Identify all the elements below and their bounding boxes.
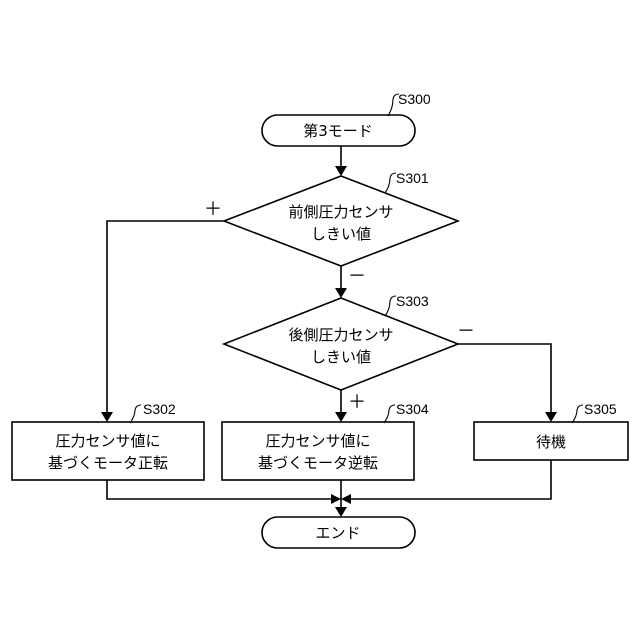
arrowhead — [335, 288, 347, 298]
leader-s301 — [385, 173, 396, 193]
branch-rear-minus — [458, 344, 551, 414]
process-forward-line2: 基づくモータ正転 — [48, 454, 168, 472]
arrowhead — [335, 507, 347, 517]
arrowhead — [335, 166, 347, 176]
arrowhead — [101, 412, 113, 422]
decision-rear-pressure: 後側圧力センサ しきい値 — [224, 298, 458, 390]
decision-rear-line2: しきい値 — [311, 348, 371, 366]
leader-s303 — [385, 296, 396, 316]
process-reverse-line2: 基づくモータ逆転 — [258, 454, 378, 472]
arrowhead — [341, 494, 351, 504]
arrowhead — [545, 412, 557, 422]
branch-front-plus — [107, 221, 224, 414]
start-terminal: 第3モード — [262, 115, 415, 146]
decision-front-pressure: 前側圧力センサ しきい値 — [224, 176, 458, 266]
decision-front-line1: 前側圧力センサ — [288, 203, 393, 221]
branch-minus-sign: － — [457, 321, 475, 342]
step-label-s302: S302 — [143, 401, 176, 417]
arrowhead — [335, 412, 347, 422]
arrowhead — [331, 494, 341, 504]
process-motor-reverse: 圧力センサ値に 基づくモータ逆転 — [222, 422, 414, 480]
branch-plus-sign: ＋ — [204, 199, 222, 220]
step-label-s305: S305 — [584, 401, 617, 417]
process-reverse-line1: 圧力センサ値に — [265, 432, 370, 450]
end-terminal: エンド — [262, 517, 415, 548]
end-label: エンド — [315, 524, 360, 542]
leader-s305 — [572, 405, 583, 423]
merge-from-forward — [107, 480, 333, 499]
process-motor-forward: 圧力センサ値に 基づくモータ正転 — [12, 422, 204, 480]
step-label-s300: S300 — [398, 91, 431, 107]
decision-front-line2: しきい値 — [311, 225, 371, 243]
process-wait-label: 待機 — [536, 433, 566, 451]
leader-s304 — [384, 405, 395, 423]
process-forward-line1: 圧力センサ値に — [55, 432, 160, 450]
step-label-s301: S301 — [396, 170, 429, 186]
step-label-s303: S303 — [396, 293, 429, 309]
start-label: 第3モード — [303, 122, 373, 140]
step-label-s304: S304 — [396, 401, 429, 417]
branch-plus-sign: ＋ — [348, 392, 366, 413]
process-wait: 待機 — [474, 422, 628, 460]
branch-minus-sign: － — [348, 266, 366, 287]
leader-s302 — [130, 405, 141, 423]
decision-rear-line1: 後側圧力センサ — [288, 326, 393, 344]
